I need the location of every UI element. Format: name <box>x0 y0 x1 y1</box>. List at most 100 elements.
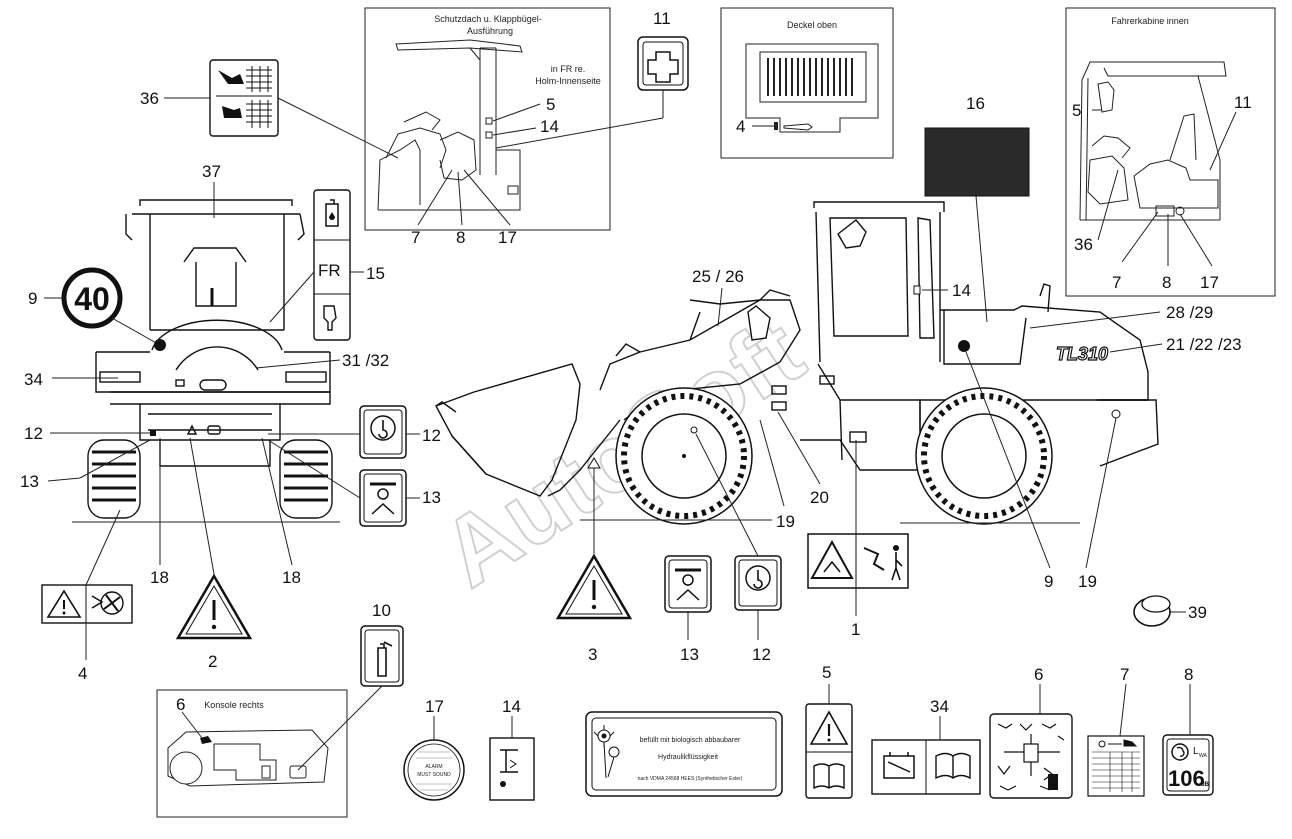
hydraulic-line-2: Hydraulikflüssigkeit <box>658 754 718 761</box>
inset-console-title: Konsole rechts <box>204 700 264 710</box>
callout-18-left: 18 <box>150 568 169 587</box>
inset-canopy-note-2: Holm-Innenseite <box>535 76 601 86</box>
callout-2: 2 <box>208 652 217 671</box>
noise-value: 106 <box>1168 766 1205 791</box>
callout-39: 39 <box>1188 603 1207 622</box>
callout-25-26: 25 / 26 <box>692 267 744 286</box>
callout-16: 16 <box>966 94 985 113</box>
decal-fan-warning <box>41 584 133 624</box>
inset-cover-title: Deckel oben <box>787 20 837 30</box>
callout-10: 10 <box>372 601 391 620</box>
callout-12-mid: 12 <box>752 645 771 664</box>
callout-15: 15 <box>366 264 385 283</box>
callout-14-mid: 14 <box>952 281 971 300</box>
callout-37: 37 <box>202 162 221 181</box>
callout-36-cab: 36 <box>1074 235 1093 254</box>
callout-20: 20 <box>810 488 829 507</box>
machine-model: TL310 <box>1056 344 1108 364</box>
decal-hydraulic-oil: befüllt mit biologisch abbaubarer Hydrau… <box>585 711 783 797</box>
callout-12-sign: 12 <box>422 426 441 445</box>
callout-1: 1 <box>851 620 860 639</box>
callout-14-canopy: 14 <box>540 117 559 136</box>
callout-19-right: 19 <box>1078 572 1097 591</box>
callout-17-canopy: 17 <box>498 228 517 247</box>
decal-card-14 <box>489 737 535 801</box>
alarm-sub: MUST SOUND <box>417 772 451 778</box>
decal-lift-hook-mid <box>734 555 782 611</box>
callout-8-canopy: 8 <box>456 228 465 247</box>
inset-canopy-note-1: in FR re. <box>551 64 586 74</box>
callout-13-sign: 13 <box>422 488 441 507</box>
callout-9-left: 9 <box>28 289 37 308</box>
callout-18-right: 18 <box>282 568 301 587</box>
callout-34-left: 34 <box>24 370 43 389</box>
callout-36-left: 36 <box>140 89 159 108</box>
inset-cab: Fahrerkabine innen <box>1065 7 1276 297</box>
callout-6-bottom: 6 <box>1034 665 1043 684</box>
callout-11-cab: 11 <box>1234 93 1252 112</box>
callout-19-mid: 19 <box>776 512 795 531</box>
noise-symbol: L <box>1193 746 1199 757</box>
callout-11-top: 11 <box>653 9 671 28</box>
noise-sub: WA <box>1199 753 1208 759</box>
inset-cab-title: Fahrerkabine innen <box>1111 16 1189 26</box>
plug-39 <box>1133 595 1171 627</box>
callout-34-bottom: 34 <box>930 697 949 716</box>
decal-controls-6 <box>989 713 1073 799</box>
decal-controls-36 <box>209 59 279 137</box>
hydraulic-line-1: befüllt mit biologisch abbaubarer <box>640 737 741 744</box>
decal-warning-3 <box>555 553 633 620</box>
decal-extinguisher <box>360 625 404 687</box>
hydraulic-line-3: nach VDMA 24568 HEES (Synthetischer Este… <box>638 776 743 782</box>
rear-wheel <box>915 387 1053 525</box>
callout-5-canopy: 5 <box>546 95 555 114</box>
callout-14-bottom: 14 <box>502 697 521 716</box>
front-wheel <box>615 387 753 525</box>
callout-7-cab: 7 <box>1112 273 1121 292</box>
cover-grille <box>767 58 853 96</box>
callout-8-bottom: 8 <box>1184 665 1193 684</box>
callout-6-console: 6 <box>176 695 185 714</box>
decal-noise-8: L WA 106 dB <box>1162 734 1214 796</box>
callout-7-canopy: 7 <box>411 228 420 247</box>
side-view-loader <box>435 201 1159 497</box>
callout-4-cover: 4 <box>736 117 745 136</box>
canopy-drawing <box>377 39 523 211</box>
decal-lift-hook-rear <box>359 405 407 459</box>
decal-read-manual-5 <box>805 703 853 799</box>
callout-21-23: 21 /22 /23 <box>1166 335 1242 354</box>
decal-warning-2 <box>175 573 253 640</box>
inset-console: Konsole rechts <box>156 689 348 818</box>
callout-13-left: 13 <box>20 472 39 491</box>
decal-lashing-rear <box>359 469 407 527</box>
inset-canopy-title-1: Schutzdach u. Klappbügel- <box>434 14 542 24</box>
callout-5-cab: 5 <box>1072 101 1081 120</box>
decal-first-aid-top <box>637 36 689 91</box>
noise-unit: dB <box>1201 782 1210 788</box>
decal-speed-limit: 40 <box>61 267 123 329</box>
decal-fuel-column: FR <box>313 189 351 341</box>
decal-lashing-mid <box>664 555 712 613</box>
callout-17-cab: 17 <box>1200 273 1219 292</box>
decal-crush-hazard <box>807 533 909 589</box>
callout-8-cab: 8 <box>1162 273 1171 292</box>
decal-battery-34 <box>871 739 981 795</box>
callout-9-right: 9 <box>1044 572 1053 591</box>
callout-13-mid: 13 <box>680 645 699 664</box>
callout-31-32: 31 /32 <box>342 351 389 370</box>
decal-alarm: ALARM MUST SOUND <box>403 739 465 801</box>
rear-view-machine <box>95 199 331 467</box>
fuel-label: FR <box>318 261 341 280</box>
rear-right-wheel <box>279 439 333 519</box>
callout-5-bottom: 5 <box>822 663 831 682</box>
callout-4-bottom: 4 <box>78 664 87 683</box>
callout-28-29: 28 /29 <box>1166 303 1213 322</box>
callout-3: 3 <box>588 645 597 664</box>
inset-canopy-title-2: Ausführung <box>467 26 513 36</box>
callout-7-bottom: 7 <box>1120 665 1129 684</box>
callout-12-left: 12 <box>24 424 43 443</box>
speed-limit-value: 40 <box>74 281 110 317</box>
decal-table-7 <box>1087 735 1145 797</box>
inset-cover: Deckel oben <box>720 7 894 159</box>
